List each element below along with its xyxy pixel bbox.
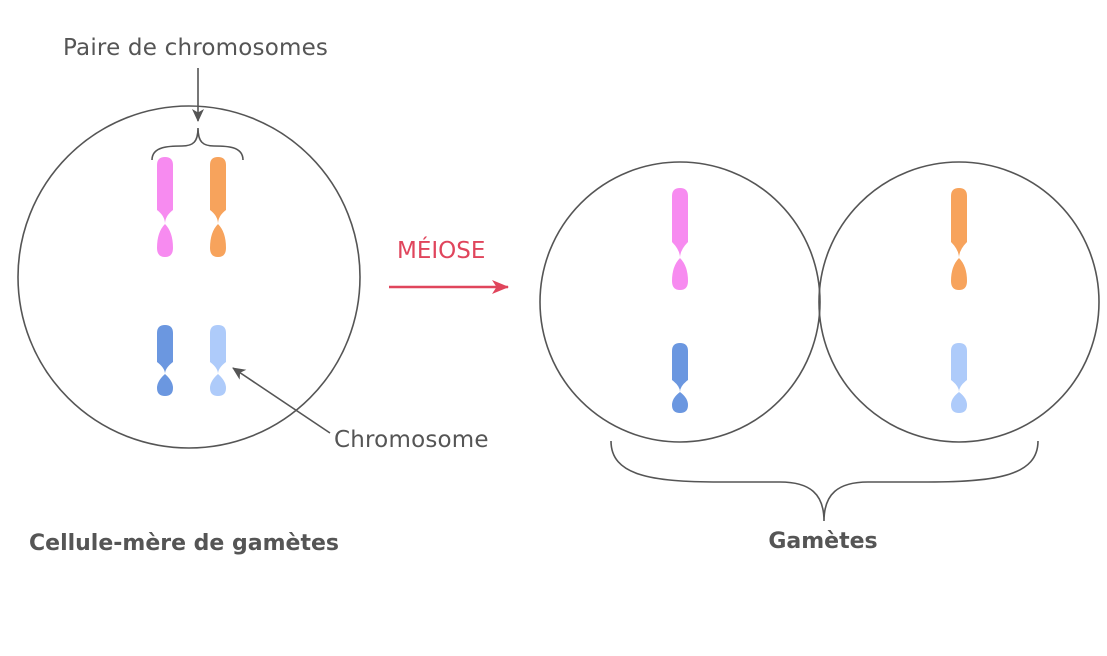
gamete-cell-left — [539, 161, 821, 443]
pair-bracket — [151, 127, 244, 161]
gametes-bracket — [610, 440, 1039, 522]
mother-cell: Paire de chromosomes Chromosome Cellule-… — [17, 35, 489, 556]
gamete-chromosome-blue-dark — [672, 343, 688, 413]
gametes-label: Gamètes — [768, 529, 877, 554]
chromosome-pink — [157, 157, 173, 257]
meiosis-label: MÉIOSE — [397, 236, 485, 264]
gamete-chromosome-orange — [951, 188, 967, 290]
gamete-cell-right — [818, 161, 1100, 443]
mother-cell-membrane — [17, 105, 361, 449]
chromosome-orange — [210, 157, 226, 257]
mother-cell-label: Cellule-mère de gamètes — [29, 531, 339, 556]
gamete-chromosome-pink — [672, 188, 688, 290]
chromosome-label: Chromosome — [334, 427, 489, 453]
chromosome-pointer-arrow — [232, 367, 331, 434]
gametes: Gamètes — [539, 161, 1100, 554]
pair-label: Paire de chromosomes — [63, 35, 328, 61]
chromosome-blue-light — [210, 325, 226, 396]
meiosis-transition: MÉIOSE — [389, 236, 509, 294]
gamete-chromosome-blue-light — [951, 343, 967, 413]
chromosome-blue-dark — [157, 325, 173, 396]
